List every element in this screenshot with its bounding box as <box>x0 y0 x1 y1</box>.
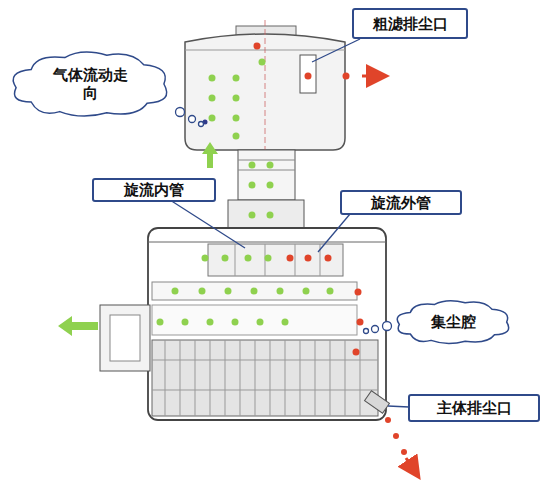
callout-text: 集尘腔 <box>408 313 498 331</box>
dust-dots <box>254 43 408 456</box>
cyclone-tubes <box>208 244 343 276</box>
air-up-arrow <box>202 142 218 168</box>
neck <box>238 150 295 200</box>
outlet-port <box>110 315 140 361</box>
leader-lines <box>170 39 430 408</box>
callout-box: 旋流内管 <box>92 178 216 202</box>
callout-box: 旋流外管 <box>340 190 462 215</box>
callout-box: 粗滤排尘口 <box>352 8 468 39</box>
clean-air-outlet <box>100 305 150 371</box>
callout-text: 粗滤排尘口 <box>373 15 448 33</box>
main-dust-valve <box>365 391 390 413</box>
filter-core <box>152 305 357 335</box>
tube-line <box>235 244 236 276</box>
callout-box: 主体排尘口 <box>408 394 540 422</box>
main-body <box>148 228 386 420</box>
body-lid <box>148 242 386 243</box>
dust-out-arrow <box>406 458 414 470</box>
cloud-path <box>397 301 508 344</box>
thought-bubbles <box>176 108 392 334</box>
dust-out-arrow <box>362 75 378 78</box>
pleat-lines <box>152 340 378 416</box>
filter-core <box>152 282 357 300</box>
air-out-arrow <box>58 316 98 336</box>
neck-ring <box>238 170 295 171</box>
callout-text: 主体排尘口 <box>437 399 512 417</box>
cloud-path <box>13 52 166 116</box>
neck-ring <box>238 160 295 161</box>
callout-text: 旋流内管 <box>124 181 184 199</box>
tube-line <box>295 244 296 276</box>
callout-text: 气体流动走 向 <box>50 66 130 102</box>
cloud-callout: 气体流动走 向 <box>6 48 174 120</box>
filter-element <box>152 340 378 416</box>
cloud-callout: 集尘腔 <box>392 298 514 346</box>
callout-text: 旋流外管 <box>371 194 431 212</box>
